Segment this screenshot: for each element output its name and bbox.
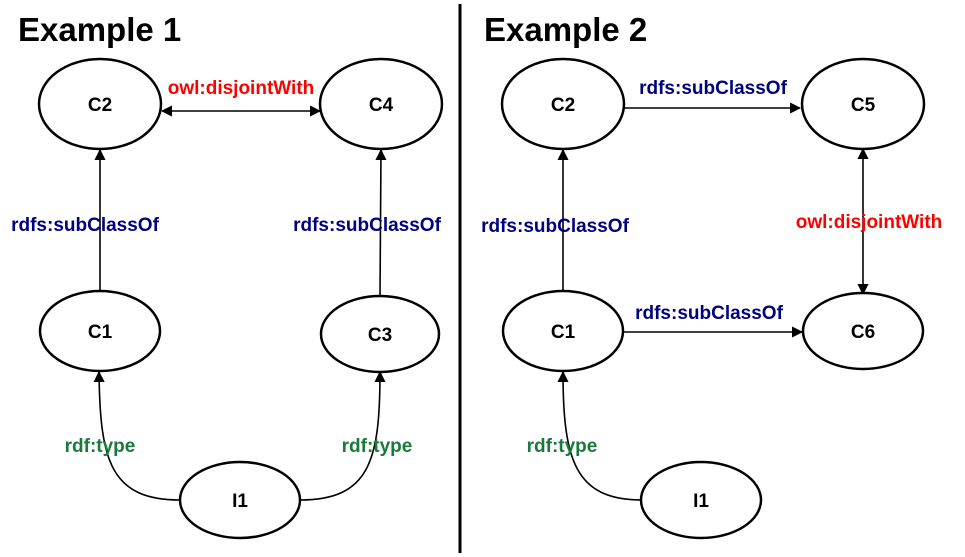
node-label: C2 (88, 95, 112, 116)
edge-e2-type-c1-line (557, 370, 643, 501)
edge-label-type: rdf:type (65, 436, 136, 457)
edge-label-subclass: rdfs:subClassOf (11, 215, 159, 236)
edge-label-subclass: rdfs:subClassOf (293, 215, 441, 236)
node-label: C6 (851, 322, 875, 343)
edge-label-type: rdf:type (342, 436, 413, 457)
node-e1-c1[interactable]: C1 (38, 289, 162, 373)
node-label: C1 (551, 322, 576, 343)
edge-e1-subclass-c3-c4-line (375, 148, 387, 297)
node-e1-c4[interactable]: C4 (318, 57, 444, 151)
node-label: C2 (551, 95, 575, 116)
node-label: C5 (851, 95, 876, 116)
node-label: I1 (693, 491, 709, 512)
example-1-title: Example 1 (18, 11, 182, 48)
edge-e1-type-c1-line (93, 370, 181, 501)
node-label: C3 (368, 325, 392, 346)
edge-label-subclass: rdfs:subClassOf (481, 216, 629, 237)
node-label: I1 (232, 491, 248, 512)
node-label: C4 (369, 95, 394, 116)
edge-label-subclass: rdfs:subClassOf (635, 303, 783, 324)
edge-label-type: rdf:type (527, 436, 598, 457)
node-e2-i1[interactable]: I1 (639, 460, 763, 540)
node-e2-c6[interactable]: C6 (801, 291, 925, 371)
example-2-title: Example 2 (484, 11, 648, 48)
node-e2-c2[interactable]: C2 (500, 57, 626, 151)
node-e1-c3[interactable]: C3 (319, 294, 441, 374)
edge-label-subclass: rdfs:subClassOf (639, 78, 787, 99)
edge-e1-type-c3-line (299, 370, 386, 501)
node-label: C1 (88, 322, 113, 343)
node-e2-c5[interactable]: C5 (800, 57, 926, 151)
node-e2-c1[interactable]: C1 (501, 289, 625, 373)
edge-label-disjoint: owl:disjointWith (796, 212, 943, 233)
node-e1-c2[interactable]: C2 (37, 57, 163, 151)
node-e1-i1[interactable]: I1 (178, 460, 302, 540)
edge-label-disjoint: owl:disjointWith (168, 78, 315, 99)
